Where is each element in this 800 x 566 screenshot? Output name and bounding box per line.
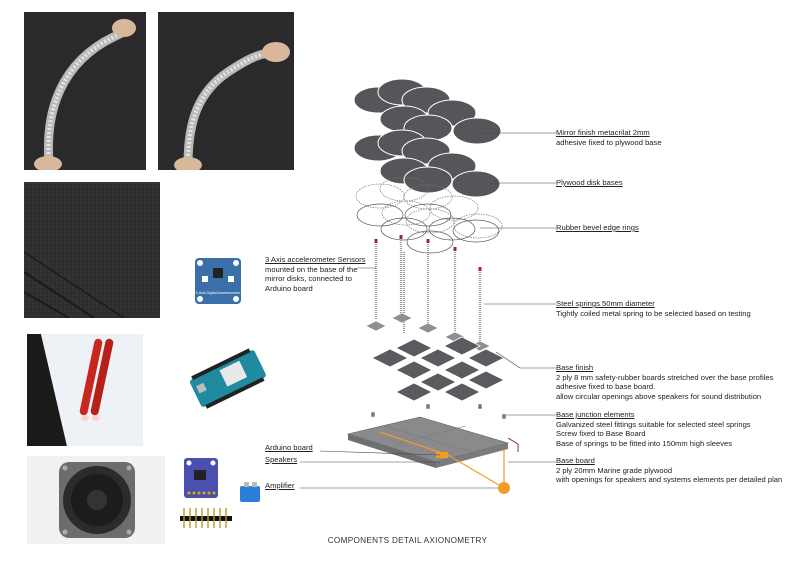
photo-spring-bent-2 — [158, 12, 294, 170]
label-base-junction: Base junction elements Galvanized steel … — [556, 410, 751, 448]
label-accelerometer-title: 3 Axis accelerometer Sensors — [265, 255, 366, 264]
photo-amplifier — [178, 456, 270, 532]
magenta-guide — [507, 437, 519, 452]
arduino-on-board — [436, 452, 448, 458]
label-arduino-board: Arduino board — [265, 443, 313, 453]
label-arduino-board-title: Arduino board — [265, 443, 313, 452]
label-steel-springs-line: Tightly coiled metal spring to be select… — [556, 308, 751, 318]
label-plywood-disk-bases: Plywood disk bases — [556, 178, 623, 188]
base-board — [346, 416, 510, 468]
mirror-disks — [353, 78, 502, 198]
label-mirror-finish: Mirror finish metacrilat 2mm adhesive fi… — [556, 128, 662, 147]
label-base-junction-title: Base junction elements — [556, 410, 635, 419]
label-base-junction-line: Screw fixed to Base Board — [556, 429, 646, 439]
label-base-finish: Base finish 2 ply 8 mm safety-rubber boa… — [556, 363, 773, 401]
label-base-junction-line: Galvanized steel fittings suitable for s… — [556, 419, 751, 429]
rubber-bevel-rings — [356, 203, 500, 254]
label-base-board-line: 2 ply 20mm Marine grade plywood — [556, 465, 673, 475]
leader-lines — [300, 132, 556, 489]
label-accelerometer-line: mounted on the base of the — [265, 264, 358, 274]
label-steel-springs: Steel springs 50mm diameter Tightly coil… — [556, 299, 751, 318]
amplifier-marker — [498, 482, 510, 494]
label-accelerometer: 3 Axis accelerometer Sensors mounted on … — [265, 255, 365, 293]
label-mirror-finish-line: adhesive fixed to plywood base — [556, 137, 662, 147]
label-accelerometer-line: Arduino board — [265, 283, 313, 293]
label-rubber-bevel: Rubber bevel edge rings — [556, 223, 639, 233]
label-base-finish-line: 2 ply 8 mm safety-rubber boards stretche… — [556, 372, 774, 382]
photo-rubber-bevel-tubes — [27, 334, 143, 446]
label-base-finish-line: adhesive fixed to base board. — [556, 382, 656, 392]
label-base-finish-title: Base finish — [556, 363, 594, 372]
label-amplifier-title: Amplifier — [265, 481, 295, 490]
label-base-finish-line: allow circular openings above speakers f… — [556, 391, 762, 401]
label-speakers: Speakers — [265, 455, 297, 465]
label-base-junction-line: Base of springs to be fitted into 150mm … — [556, 438, 733, 448]
photo-arduino-board — [184, 346, 270, 412]
diagram-caption: COMPONENTS DETAIL AXIONOMETRY — [327, 536, 488, 545]
label-base-board-line: with openings for speakers and systems e… — [556, 475, 783, 485]
base-finish-tiles — [371, 336, 505, 402]
photo-speaker — [27, 456, 165, 544]
label-plywood-disk-bases-title: Plywood disk bases — [556, 178, 623, 187]
spring-top-caps — [374, 235, 482, 271]
plywood-disk-outlines — [355, 176, 503, 239]
label-base-board-title: Base board — [556, 456, 595, 465]
label-accelerometer-line: mirror disks, connected to — [265, 274, 352, 284]
label-speakers-title: Speakers — [265, 455, 298, 464]
label-steel-springs-title: Steel springs 50mm diameter — [556, 299, 655, 308]
label-base-board: Base board 2 ply 20mm Marine grade plywo… — [556, 456, 782, 485]
label-amplifier: Amplifier — [265, 481, 295, 491]
photo-rubber-boards — [24, 182, 160, 318]
base-junction-elements — [370, 403, 507, 420]
orange-wiring — [379, 431, 505, 489]
label-rubber-bevel-title: Rubber bevel edge rings — [556, 223, 639, 232]
photo-spring-bent-1 — [24, 12, 146, 170]
label-mirror-finish-title: Mirror finish metacrilat 2mm — [556, 128, 650, 137]
photo-accelerometer-board: 3-Axis Digital Accelerometer — [193, 256, 243, 306]
sensor-board-text: 3-Axis Digital Accelerometer — [196, 291, 242, 295]
